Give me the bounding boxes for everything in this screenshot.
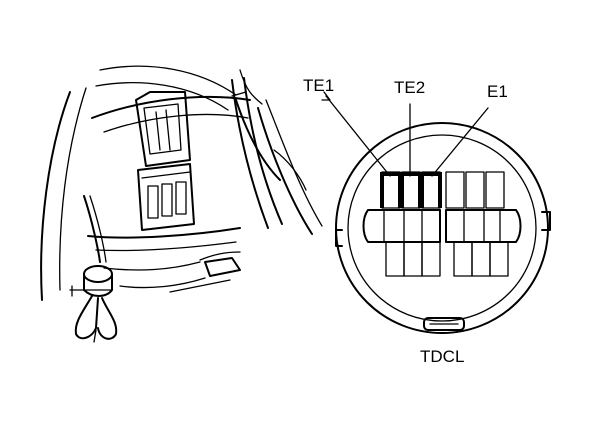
label-te1: TE1	[303, 76, 334, 95]
leader-te1	[325, 95, 391, 177]
dashboard-illustration	[40, 65, 323, 343]
terminal-e1	[420, 172, 442, 208]
tdcl-connector	[321, 91, 551, 334]
label-e1: E1	[487, 82, 508, 101]
terminal-te1	[380, 172, 402, 208]
terminal-te2	[400, 172, 422, 208]
label-tdcl: TDCL	[420, 347, 464, 366]
leader-e1	[431, 107, 489, 177]
label-te2: TE2	[394, 78, 425, 97]
